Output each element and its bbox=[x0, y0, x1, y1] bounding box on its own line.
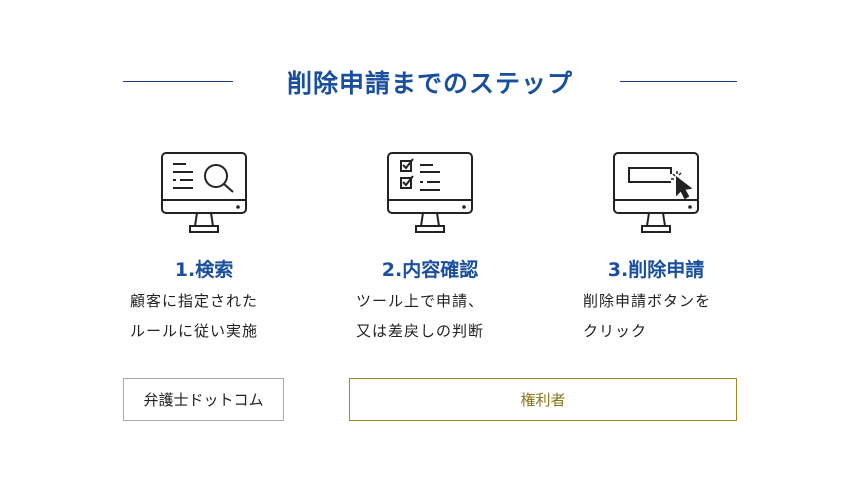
page-title: 削除申請までのステップ bbox=[286, 69, 573, 98]
desc-line: 又は差戻しの判断 bbox=[356, 322, 485, 340]
step-2-title: 2.内容確認 bbox=[381, 259, 479, 281]
desc-line: クリック bbox=[583, 322, 648, 340]
desc-line: 顧客に指定された bbox=[130, 292, 259, 310]
role-label-rights-holder: 権利者 bbox=[349, 378, 737, 421]
desc-line: ツール上で申請、 bbox=[356, 292, 485, 310]
title-divider-left bbox=[123, 81, 233, 82]
monitor-search-icon bbox=[161, 152, 247, 233]
monitor-checklist-icon bbox=[387, 152, 473, 233]
step-1-title: 1.検索 bbox=[174, 259, 234, 281]
monitor-click-icon bbox=[613, 152, 699, 233]
desc-line: ルールに従い実施 bbox=[130, 322, 259, 340]
step-1-description: 顧客に指定されたルールに従い実施 bbox=[130, 286, 258, 346]
desc-line: 削除申請ボタンを bbox=[583, 292, 712, 310]
title-divider-right bbox=[620, 81, 737, 82]
step-3-description: 削除申請ボタンをクリック bbox=[583, 286, 711, 346]
step-2-description: ツール上で申請、又は差戻しの判断 bbox=[356, 286, 484, 346]
role-label-bengoshi: 弁護士ドットコム bbox=[123, 378, 284, 421]
step-3-title: 3.削除申請 bbox=[607, 259, 705, 281]
